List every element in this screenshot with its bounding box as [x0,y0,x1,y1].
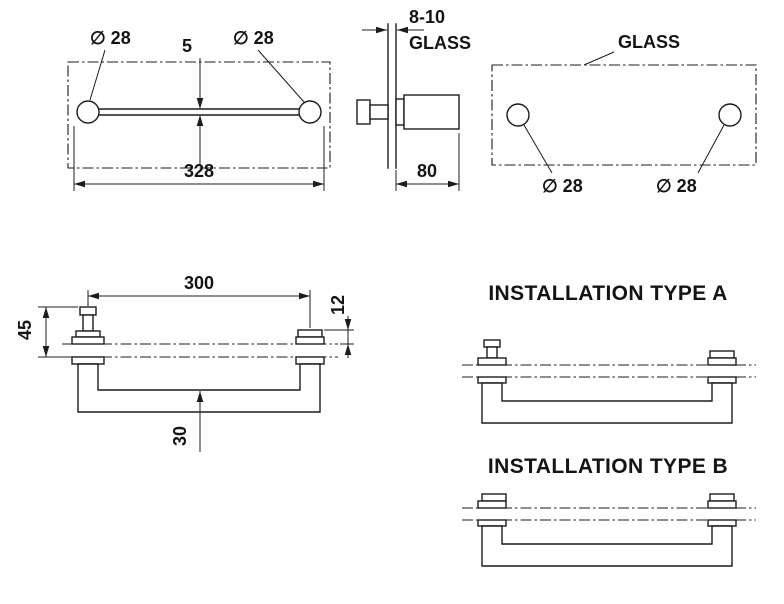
hole-left [506,103,530,127]
overall-length-label: 328 [184,161,214,181]
install-b-right-plate-bottom [707,519,737,527]
view-side-section: 8-10 GLASS 80 [356,7,471,191]
dim-glass-thickness: 8-10 GLASS [362,7,471,53]
view-front: 300 45 12 30 [15,273,354,452]
knob-height-label: 45 [15,320,35,340]
handle-body-profile [403,94,460,130]
dim-centers-span: 300 [87,273,311,328]
left-plate-bottom [71,356,105,365]
glass-panel-label: GLASS [618,32,680,52]
dim-bar-thickness: 5 [182,36,204,164]
dim-overall-length: 328 [73,126,325,191]
view-install-a: INSTALLATION TYPE A [462,282,756,424]
mount-circle-right [298,100,322,124]
install-b-right-plate-top [707,500,737,509]
hole-dia-right-label: ∅ 28 [656,176,697,196]
hole-right [718,103,742,127]
view-glass-plan: GLASS ∅ 28 ∅ 28 [491,32,757,196]
leader-hole-left: ∅ 28 [523,124,583,196]
knob-neck-profile [369,104,389,120]
install-b-handle-body [481,525,733,567]
install-a-knob-cap [483,339,501,348]
right-cap [297,329,323,338]
install-a-right-plate-top [707,357,737,366]
install-b-left-cap [481,493,507,502]
install-a-left-plate-bottom [477,376,507,384]
dim-depth: 80 [395,133,460,191]
left-plate-top [71,336,105,345]
dim-cap-height: 12 [324,295,354,358]
bar-thickness-label: 5 [182,36,192,56]
dim-knob-height: 45 [15,306,78,358]
glass-word-label: GLASS [409,33,471,53]
glass-panel-outline [491,64,757,166]
leader-glass: GLASS [583,32,680,66]
left-knob-stem [82,314,94,332]
install-a-left-plate-top [477,357,507,366]
centers-span-label: 300 [184,273,214,293]
dim-bar-dia: 30 [170,391,204,452]
install-b-left-plate-bottom [477,519,507,527]
install-a-right-cap [709,350,735,359]
bar-dia-label: 30 [170,426,190,446]
mount-circle-left [76,100,100,124]
right-plate-top [295,336,325,345]
left-knob-cap [79,306,97,316]
dia-left-label: ∅ 28 [90,28,131,48]
install-a-title: INSTALLATION TYPE A [488,282,727,305]
knob-cap-profile [356,99,371,125]
install-a-knob-stem [486,346,498,359]
leader-dia-right: ∅ 28 [233,28,305,103]
leader-dia-left: ∅ 28 [89,28,131,101]
install-b-title: INSTALLATION TYPE B [488,455,728,478]
glass-thickness-label: 8-10 [409,7,445,27]
hole-dia-left-label: ∅ 28 [542,176,583,196]
install-a-right-plate-bottom [707,376,737,384]
leader-hole-right: ∅ 28 [656,124,725,196]
view-install-b: INSTALLATION TYPE B [462,455,756,567]
install-b-right-cap [709,493,735,502]
flange-profile [395,98,405,126]
cap-height-label: 12 [328,295,348,315]
view-top-plan: ∅ 28 ∅ 28 5 328 [67,28,331,191]
dia-right-label: ∅ 28 [233,28,274,48]
depth-label: 80 [417,161,437,181]
left-flange [75,330,101,338]
install-b-left-plate-top [477,500,507,509]
right-plate-bottom [295,356,325,365]
glass-outline [67,61,331,169]
install-a-handle-body [481,382,733,424]
handle-u-body [77,363,321,413]
